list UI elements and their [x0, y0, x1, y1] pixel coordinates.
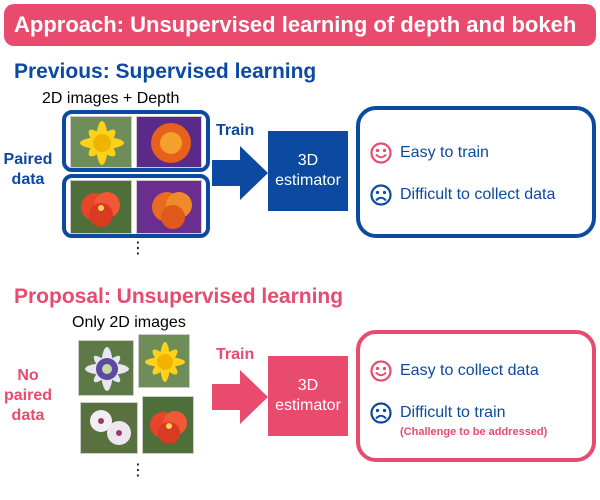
smiley-icon — [370, 360, 392, 382]
proposal-side-label: No paired data — [3, 367, 52, 424]
cons-text: Difficult to train — [400, 404, 506, 421]
depth-map-image — [136, 116, 202, 168]
previous-3d-estimator: 3D estimator — [268, 131, 348, 211]
proposal-title: Proposal: Unsupervised learning — [14, 285, 344, 308]
smiley-icon — [370, 142, 392, 164]
pros-row: Easy to train — [370, 142, 489, 164]
previous-side-label: Paired data — [3, 151, 53, 188]
cons-text: Difficult to collect data — [400, 186, 556, 203]
previous-train-label: Train — [216, 122, 255, 139]
yellow-flower-image — [138, 334, 190, 388]
proposal-result-box: Easy to collect data Difficult to train … — [356, 330, 596, 462]
previous-result-box: Easy to train Difficult to collect data — [356, 106, 596, 238]
pros-text: Easy to train — [400, 144, 489, 161]
continuation-dots: ⋮ — [130, 240, 146, 257]
frown-icon — [370, 402, 392, 424]
previous-title: Previous: Supervised learning — [14, 60, 317, 83]
banner: Approach: Unsupervised learning of depth… — [4, 4, 596, 46]
red-flower-image — [142, 396, 194, 454]
cons-row: Difficult to train — [370, 402, 506, 424]
yellow-flower-image — [70, 116, 132, 168]
continuation-dots: ⋮ — [130, 462, 146, 479]
pros-row: Easy to collect data — [370, 360, 539, 382]
depth-map-image — [136, 180, 202, 234]
challenge-note: (Challenge to be addressed) — [400, 426, 548, 438]
proposal-3d-estimator: 3D estimator — [268, 356, 348, 436]
image-pair-box — [62, 174, 210, 238]
banner-title: Approach: Unsupervised learning of depth… — [14, 12, 577, 37]
arrow-right-icon — [212, 370, 268, 424]
pros-text: Easy to collect data — [400, 362, 539, 379]
frown-icon — [370, 184, 392, 206]
passion-flower-image — [78, 340, 134, 396]
cons-row: Difficult to collect data — [370, 184, 555, 206]
red-flower-image — [70, 180, 132, 234]
white-flower-image — [80, 402, 138, 454]
proposal-caption: Only 2D images — [72, 314, 186, 331]
image-pair-box — [62, 110, 210, 172]
previous-caption: 2D images + Depth — [42, 90, 180, 107]
arrow-right-icon — [212, 146, 268, 200]
proposal-train-label: Train — [216, 346, 255, 363]
